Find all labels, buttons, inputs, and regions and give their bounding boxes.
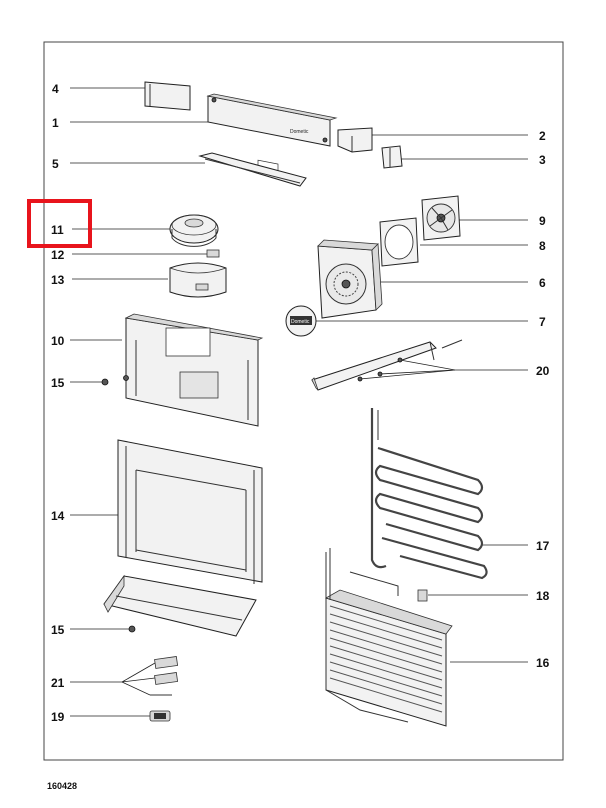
callout-4: 4: [52, 82, 59, 96]
callout-15-upper: 15: [51, 376, 65, 390]
callout-8: 8: [539, 239, 546, 253]
callout-17: 17: [536, 539, 550, 553]
callout-3: 3: [539, 153, 546, 167]
callout-14: 14: [51, 509, 65, 523]
diagram-frame: [43, 41, 564, 761]
part-18-connector: [417, 589, 428, 602]
part-10-inner-panel: [124, 313, 264, 427]
callout-9: 9: [539, 214, 546, 228]
part-15-screw-lower: [128, 625, 136, 633]
part-16-condenser: [324, 548, 453, 727]
callout-15-lower: 15: [51, 623, 65, 637]
callout-10: 10: [51, 334, 65, 348]
part-7-badge: Dometic: [285, 305, 317, 337]
svg-text:Dometic: Dometic: [291, 319, 310, 325]
callout-1: 1: [52, 116, 59, 130]
leader-lines: [70, 87, 528, 717]
part-11-fan: [169, 214, 219, 247]
callout-18: 18: [536, 589, 550, 603]
callout-20: 20: [536, 364, 550, 378]
part-15-screw-upper: [101, 375, 129, 386]
callout-5: 5: [52, 157, 59, 171]
part-12-spring: [206, 249, 220, 258]
callout-12: 12: [51, 248, 65, 262]
part-4-cover-plate: [144, 81, 191, 111]
callout-13: 13: [51, 273, 65, 287]
part-21-small-parts: [150, 656, 179, 696]
svg-text:Dometic: Dometic: [290, 129, 309, 135]
callout-16: 16: [536, 656, 550, 670]
part-14-main-frame: [103, 439, 263, 637]
callout-7: 7: [539, 315, 546, 329]
part-5-rail: [198, 152, 307, 187]
callout-labels: 4 1 2 3 5 9 11 8 12 13 6 7 10 20 15 14 1…: [51, 82, 550, 724]
callout-11: 11: [51, 223, 64, 237]
part-1-control-panel: Dometic: [206, 93, 338, 175]
callout-2: 2: [539, 129, 546, 143]
part-20-mounting-bracket: [311, 339, 463, 391]
callout-6: 6: [539, 276, 546, 290]
part-2-bracket: [337, 127, 373, 153]
highlight-box-callout-11: [27, 199, 92, 248]
part-8-fan-frame: [379, 217, 419, 267]
part-9-axial-fan: [421, 195, 461, 241]
part-6-blower-housing: [317, 239, 383, 319]
part-17-evaporator-coil: [370, 408, 488, 580]
callout-19: 19: [51, 710, 65, 724]
part-13-fan-shroud: [169, 262, 227, 298]
callout-21: 21: [51, 676, 65, 690]
document-code: 160428: [47, 781, 78, 791]
part-19-clip: [149, 710, 171, 722]
part-3-clip: [381, 145, 403, 169]
